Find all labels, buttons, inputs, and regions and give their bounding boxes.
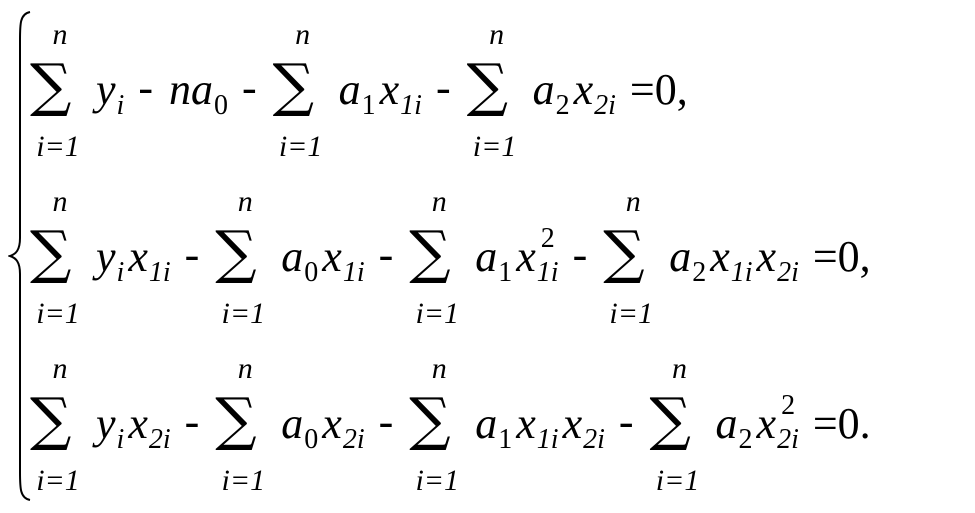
equals-zero: =0, [629, 65, 688, 114]
variable-subscript: 1 [361, 90, 376, 121]
variable: x [128, 399, 148, 448]
variable-subscript: 0 [304, 257, 319, 288]
variable-subscript: 2 [555, 90, 570, 121]
minus-operator: - [572, 230, 588, 279]
minus-operator: - [378, 397, 394, 446]
equals-zero: =0, [812, 232, 871, 281]
summation-upper-limit: n [431, 185, 447, 218]
summation-upper-limit: n [52, 185, 68, 218]
variable: a [669, 232, 692, 281]
summation-sign: ∑ [30, 51, 72, 119]
summation-sign: ∑ [603, 218, 645, 286]
summation-sign: ∑ [409, 218, 451, 286]
variable: na [168, 65, 213, 114]
summation-sign: ∑ [30, 385, 72, 453]
variable: y [96, 232, 116, 281]
variable: x [128, 232, 148, 281]
variable: a [715, 399, 738, 448]
variable-subscript: 1i [148, 257, 171, 288]
variable: x [573, 65, 594, 114]
variable: a [281, 399, 304, 448]
minus-operator: - [184, 230, 200, 279]
variable-subscript: 0 [304, 424, 319, 455]
summation-sign: ∑ [30, 218, 72, 286]
variable-subscript: 2i [342, 424, 365, 455]
summation-upper-limit: n [489, 18, 505, 51]
equals-zero: =0. [812, 399, 871, 448]
summation-lower-limit: i=1 [655, 464, 700, 497]
summation-lower-limit: i=1 [221, 464, 266, 497]
variable-subscript: 1i [536, 424, 559, 455]
summation-lower-limit: i=1 [221, 297, 266, 330]
variable-subscript: 1i [536, 257, 559, 288]
summation-sign: ∑ [272, 51, 315, 119]
variable-superscript: 2 [781, 390, 796, 421]
summation-sign: ∑ [649, 385, 691, 453]
variable-subscript: i [116, 257, 125, 288]
variable: x [322, 399, 342, 448]
variable: x [379, 65, 400, 114]
variable: a [475, 399, 498, 448]
summation-lower-limit: i=1 [36, 297, 80, 330]
variable: x [322, 232, 342, 281]
summation-sign: ∑ [409, 385, 451, 453]
variable-subscript: 2i [777, 424, 799, 455]
variable: y [96, 399, 116, 448]
variable-subscript: 1 [498, 424, 513, 455]
variable: x [756, 399, 777, 448]
summation-upper-limit: n [237, 352, 253, 385]
variable-subscript: 2 [738, 424, 753, 455]
summation-lower-limit: i=1 [415, 297, 460, 330]
summation-upper-limit: n [52, 352, 68, 385]
variable-subscript: 2i [594, 90, 616, 121]
variable-subscript: 2 [692, 257, 707, 288]
summation-upper-limit: n [672, 352, 688, 385]
minus-operator: - [435, 63, 451, 112]
variable-subscript: i [116, 424, 125, 455]
summation-lower-limit: i=1 [36, 130, 80, 163]
variable: a [532, 65, 555, 114]
summation-upper-limit: n [431, 352, 447, 385]
summation-sign: ∑ [466, 51, 508, 119]
variable-superscript: 2 [540, 223, 555, 254]
summation-upper-limit: n [625, 185, 641, 218]
summation-lower-limit: i=1 [415, 464, 460, 497]
variable-subscript: 0 [213, 90, 228, 121]
variable-subscript: 1i [730, 257, 753, 288]
minus-operator: - [184, 397, 200, 446]
variable: a [281, 232, 304, 281]
summation-lower-limit: i=1 [36, 464, 80, 497]
variable-subscript: 2i [148, 424, 171, 455]
minus-operator: - [138, 63, 153, 112]
variable: x [516, 232, 536, 281]
variable: x [756, 232, 777, 281]
variable-subscript: 1 [498, 257, 513, 288]
variable: a [338, 65, 361, 114]
summation-lower-limit: i=1 [609, 297, 654, 330]
variable-subscript: 1i [400, 90, 422, 121]
variable-subscript: i [116, 90, 125, 121]
variable-subscript: 2i [583, 424, 605, 455]
summation-upper-limit: n [295, 18, 311, 51]
variable: x [710, 232, 730, 281]
variable: x [562, 399, 583, 448]
variable: x [516, 399, 536, 448]
variable-subscript: 2i [777, 257, 799, 288]
summation-sign: ∑ [215, 218, 257, 286]
summation-upper-limit: n [52, 18, 68, 51]
minus-operator: - [241, 63, 257, 112]
variable-subscript: 1i [342, 257, 365, 288]
summation-upper-limit: n [237, 185, 253, 218]
summation-sign: ∑ [215, 385, 257, 453]
minus-operator: - [378, 230, 394, 279]
summation-lower-limit: i=1 [278, 130, 323, 163]
variable: y [96, 65, 116, 114]
variable: a [475, 232, 498, 281]
left-brace [8, 11, 31, 501]
minus-operator: - [618, 397, 634, 446]
summation-lower-limit: i=1 [472, 130, 517, 163]
